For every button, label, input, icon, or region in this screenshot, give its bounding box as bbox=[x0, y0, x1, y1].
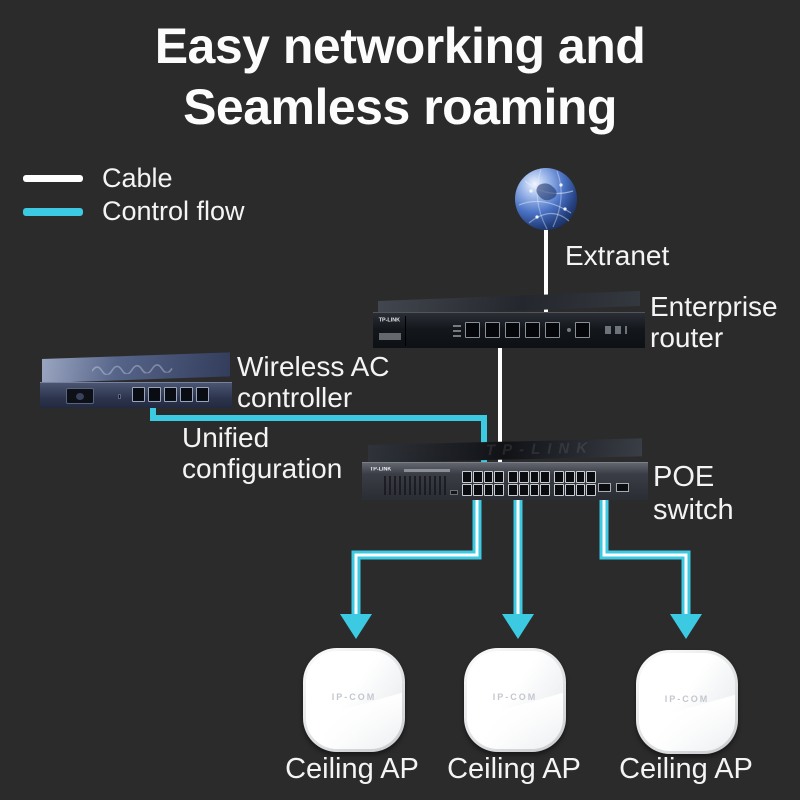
ethernet-port bbox=[575, 471, 586, 483]
ethernet-port bbox=[148, 387, 161, 402]
ceiling-ap-device: IP-COM bbox=[464, 648, 566, 752]
wireless-ac-controller-device bbox=[40, 352, 232, 410]
legend-cable-label: Cable bbox=[102, 163, 173, 193]
switch-front-panel: TP-LINK bbox=[362, 462, 648, 500]
ethernet-port bbox=[575, 484, 586, 496]
switch-port-group bbox=[462, 471, 504, 496]
ethernet-port bbox=[462, 471, 472, 483]
legend-control-flow-label: Control flow bbox=[102, 196, 245, 226]
ap-brand-label: IP-COM bbox=[664, 694, 710, 705]
switch-mode-button bbox=[450, 490, 458, 495]
control-flow-line-swatch bbox=[23, 207, 83, 216]
ethernet-port bbox=[575, 322, 590, 338]
ceiling-ap-device: IP-COM bbox=[636, 650, 738, 754]
switch-led-indicators bbox=[384, 476, 446, 495]
link-switch-to-ap-3-cable-core bbox=[602, 490, 688, 616]
ethernet-port bbox=[540, 484, 550, 496]
ethernet-port bbox=[545, 322, 560, 338]
ethernet-port bbox=[518, 484, 529, 496]
controller-front-panel bbox=[40, 382, 232, 408]
switch-brand-label: TP-LINK bbox=[370, 467, 392, 473]
unified-configuration-label: Unified configuration bbox=[182, 422, 343, 484]
router-console-markings bbox=[605, 326, 627, 334]
link-switch-to-ap-1 bbox=[351, 490, 482, 616]
ethernet-port bbox=[196, 387, 209, 402]
switch-port-group bbox=[508, 471, 550, 496]
down-arrow-icon bbox=[670, 614, 702, 639]
ethernet-port bbox=[508, 484, 518, 496]
ceiling-ap-label: Ceiling AP bbox=[619, 753, 753, 785]
ethernet-port bbox=[505, 322, 520, 338]
poe-switch-label: POE switch bbox=[653, 461, 734, 526]
legend-row-cable: Cable bbox=[23, 162, 245, 195]
controller-top-panel bbox=[42, 352, 230, 383]
ethernet-port bbox=[586, 471, 596, 483]
switch-port-group bbox=[554, 471, 596, 496]
power-inlet bbox=[66, 388, 94, 404]
extranet-label: Extranet bbox=[565, 240, 670, 271]
wireless-ac-controller-label: Wireless AC controller bbox=[237, 351, 390, 413]
ethernet-port bbox=[554, 471, 564, 483]
ap-brand-label: IP-COM bbox=[492, 692, 538, 703]
down-arrow-icon bbox=[340, 614, 372, 639]
legend-row-control-flow: Control flow bbox=[23, 195, 245, 228]
ethernet-port bbox=[508, 471, 518, 483]
router-reset-button bbox=[567, 328, 571, 332]
ethernet-port bbox=[472, 471, 483, 483]
ethernet-port bbox=[564, 471, 575, 483]
sfp-port bbox=[598, 483, 611, 492]
ethernet-port bbox=[564, 484, 575, 496]
router-led-indicators bbox=[453, 325, 461, 337]
legend: Cable Control flow bbox=[23, 162, 245, 228]
ethernet-port bbox=[494, 471, 504, 483]
ethernet-port bbox=[518, 471, 529, 483]
ceiling-ap-label: Ceiling AP bbox=[285, 753, 419, 785]
ethernet-port bbox=[164, 387, 177, 402]
ethernet-port bbox=[554, 484, 564, 496]
router-brand-label: TP-LINK bbox=[378, 317, 401, 324]
ethernet-port bbox=[586, 484, 596, 496]
page-title-line1: Easy networking and bbox=[154, 18, 646, 74]
ceiling-ap-device: IP-COM bbox=[303, 648, 405, 752]
sfp-slots bbox=[598, 483, 629, 492]
ethernet-port bbox=[485, 322, 500, 338]
controller-port-group bbox=[132, 387, 209, 402]
ceiling-ap-face: IP-COM bbox=[639, 653, 735, 751]
switch-model-text bbox=[404, 469, 450, 472]
router-front-panel: TP-LINK bbox=[373, 312, 645, 348]
ethernet-port bbox=[529, 484, 540, 496]
enterprise-router-label: Enterprise router bbox=[650, 291, 778, 353]
ceiling-ap-face: IP-COM bbox=[467, 651, 563, 749]
cable-line-swatch bbox=[23, 175, 83, 182]
ethernet-port bbox=[529, 471, 540, 483]
poe-switch-device: TP-LINK TP-LINK bbox=[362, 438, 648, 500]
ethernet-port bbox=[462, 484, 472, 496]
globe-icon bbox=[515, 168, 577, 230]
wave-logo-icon bbox=[92, 364, 173, 376]
ethernet-port bbox=[494, 484, 504, 496]
router-brand-panel: TP-LINK bbox=[376, 316, 406, 346]
ethernet-port bbox=[465, 322, 480, 338]
ethernet-port bbox=[472, 484, 483, 496]
router-model-sticker bbox=[379, 333, 401, 340]
controller-reset-button bbox=[118, 394, 121, 399]
page-title-line2: Seamless roaming bbox=[183, 79, 617, 135]
ethernet-port bbox=[483, 484, 494, 496]
down-arrow-icon bbox=[502, 614, 534, 639]
page-title: Easy networking and Seamless roaming bbox=[0, 16, 800, 138]
link-switch-to-ap-1-cable-core bbox=[354, 490, 479, 616]
ethernet-port bbox=[180, 387, 193, 402]
ethernet-port bbox=[525, 322, 540, 338]
sfp-port bbox=[616, 483, 629, 492]
ap-brand-label: IP-COM bbox=[331, 692, 377, 703]
ceiling-ap-label: Ceiling AP bbox=[447, 753, 581, 785]
ethernet-port bbox=[483, 471, 494, 483]
ethernet-port bbox=[132, 387, 145, 402]
ethernet-port bbox=[540, 471, 550, 483]
ceiling-ap-face: IP-COM bbox=[306, 651, 402, 749]
enterprise-router-device: TP-LINK bbox=[373, 290, 645, 350]
